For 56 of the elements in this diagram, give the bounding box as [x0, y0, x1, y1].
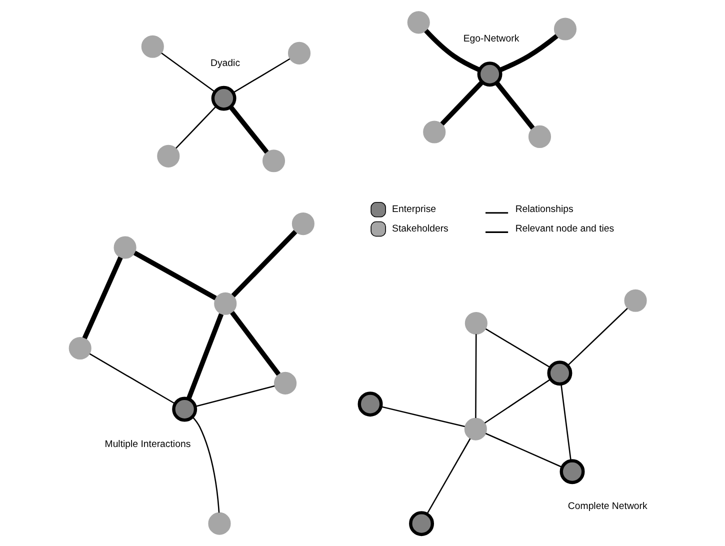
connector [88, 353, 175, 404]
connector [82, 256, 122, 340]
node-circle [528, 125, 551, 148]
connector [484, 432, 562, 468]
node-circle [406, 11, 430, 34]
node-circle [464, 418, 486, 440]
connector [380, 406, 464, 428]
node-circle [546, 360, 572, 386]
legend-label: Stakeholders [392, 223, 448, 234]
connector [232, 58, 290, 94]
connector [424, 28, 480, 72]
connector [192, 416, 220, 513]
node-circle [156, 144, 180, 168]
connector [440, 80, 484, 126]
node-label: Dyadic [210, 58, 240, 69]
legend-label: Relationships [514, 204, 573, 216]
connector [426, 438, 470, 514]
node-label: Multiple Interactions [104, 438, 190, 450]
node-circle [274, 372, 296, 394]
node-circle [210, 86, 236, 111]
connector [228, 106, 268, 154]
connector [194, 385, 274, 408]
connector [484, 378, 550, 424]
node-label: Ego-Network [462, 34, 519, 45]
connector [484, 328, 550, 368]
node-circle [262, 150, 285, 172]
connector [566, 308, 628, 366]
node-circle [422, 120, 446, 144]
connector [498, 34, 558, 72]
connector [560, 384, 571, 461]
legend-label: Enterprise [392, 204, 436, 216]
connector [186, 313, 224, 400]
node-circle [408, 511, 434, 536]
connector [175, 106, 216, 149]
connector [230, 230, 297, 298]
node-circle [214, 292, 236, 315]
node-circle [624, 289, 646, 312]
node-circle [140, 35, 164, 58]
node-circle [357, 392, 382, 417]
connector [494, 81, 534, 130]
node-circle [68, 336, 91, 360]
node-circle [553, 18, 576, 40]
connector [160, 52, 215, 92]
node-circle [291, 212, 314, 236]
node-circle [559, 459, 584, 484]
node-label: Complete Network [567, 501, 647, 512]
node-circle [464, 312, 487, 335]
connector [474, 334, 476, 418]
node-circle [113, 236, 136, 259]
legend-label: Relevant node and ties [514, 223, 614, 234]
node-circle [172, 396, 197, 422]
connector [230, 310, 280, 376]
connector [132, 250, 216, 300]
node-circle [208, 512, 230, 535]
node-circle [476, 62, 502, 87]
node-circle [287, 42, 310, 64]
